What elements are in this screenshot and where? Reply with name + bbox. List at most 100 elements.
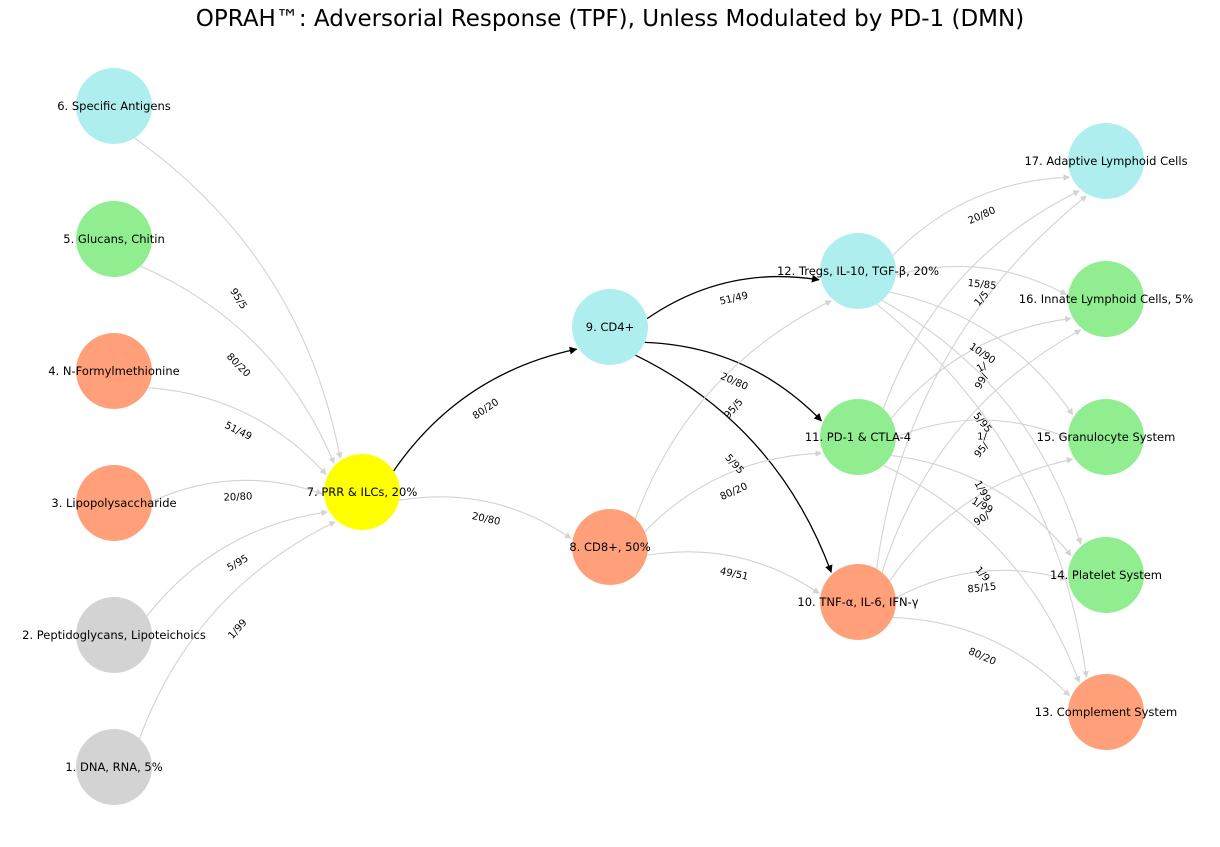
node-14-circle <box>1068 537 1144 613</box>
node-1-circle <box>76 729 152 805</box>
node-9-label: 9. CD4+ <box>586 320 634 334</box>
node-8-label: 8. CD8+, 50% <box>569 540 650 554</box>
edge-label-10-to-16: 95/ <box>973 440 992 460</box>
edge-12-to-16 <box>895 265 1067 295</box>
node-11-circle <box>820 399 896 475</box>
edge-label-7-to-9: 80/20 <box>471 397 501 422</box>
node-6-circle <box>76 68 152 144</box>
edge-label-10-to-14: 85/15 <box>967 581 997 595</box>
edge-10-to-13 <box>892 616 1070 697</box>
node-14: 14. Platelet System <box>1050 537 1162 613</box>
edge-7-to-8 <box>399 496 572 539</box>
edge-11-to-14 <box>891 454 1072 557</box>
edge-12-to-15 <box>889 291 1074 416</box>
node-17-label: 17. Adaptive Lymphoid Cells <box>1024 154 1187 168</box>
node-15-label: 15. Granulocyte System <box>1037 430 1176 444</box>
node-12-circle <box>820 233 896 309</box>
edge-9-to-11 <box>644 341 822 422</box>
node-17-circle <box>1068 123 1144 199</box>
edge-11-to-16 <box>890 315 1072 419</box>
node-7-label: 7. PRR & ILCs, 20% <box>307 485 418 499</box>
node-3: 3. Lipopolysaccharide <box>51 465 177 541</box>
node-1-label: 1. DNA, RNA, 5% <box>65 760 162 774</box>
node-11: 11. PD-1 & CTLA-4 <box>805 399 911 475</box>
edge-label-5-to-7: 80/20 <box>224 351 252 379</box>
node-16-circle <box>1068 261 1144 337</box>
edge-label-7-to-8: 20/80 <box>471 511 502 528</box>
node-6-label: 6. Specific Antigens <box>57 99 171 113</box>
node-5: 5. Glucans, Chitin <box>63 201 165 277</box>
edge-label-12-to-17: 20/80 <box>967 205 998 227</box>
edge-label-4-to-7: 51/49 <box>223 420 254 443</box>
edge-6-to-7 <box>134 137 343 459</box>
edge-label-8-to-10: 49/51 <box>719 566 750 583</box>
edge-11-to-17 <box>882 190 1080 409</box>
node-2-label: 2. Peptidoglycans, Lipoteichoics <box>22 628 206 642</box>
node-6: 6. Specific Antigens <box>57 68 171 144</box>
node-4-circle <box>76 333 152 409</box>
edge-5-to-7 <box>140 265 335 465</box>
node-5-circle <box>76 201 152 277</box>
edge-label-9-to-12: 51/49 <box>719 290 750 307</box>
edge-label-8-to-12: 95/5 <box>722 397 745 421</box>
edge-9-to-12 <box>646 274 820 320</box>
node-17: 17. Adaptive Lymphoid Cells <box>1024 123 1188 199</box>
edge-label-6-to-7: 95/5 <box>227 287 248 312</box>
edge-label-10-to-17: 99/ <box>973 371 991 391</box>
edge-8-to-10 <box>647 551 820 594</box>
node-12-label: 12. Tregs, IL-10, TGF-β, 20% <box>777 264 939 278</box>
edges-layer <box>134 137 1089 739</box>
node-4: 4. N-Formylmethionine <box>48 333 180 409</box>
edge-label-3-to-7: 20/80 <box>223 491 252 503</box>
edge-10-to-14 <box>895 569 1067 599</box>
edge-label-2-to-7: 5/95 <box>226 553 251 574</box>
node-2: 2. Peptidoglycans, Lipoteichoics <box>22 597 206 673</box>
node-10: 10. TNF-α, IL-6, IFN-γ <box>797 564 919 640</box>
edge-8-to-11 <box>644 450 823 532</box>
node-16: 16. Innate Lymphoid Cells, 5% <box>1019 261 1193 337</box>
node-4-label: 4. N-Formylmethionine <box>48 364 180 378</box>
edge-11-to-13 <box>883 464 1081 683</box>
nodes-layer: 1. DNA, RNA, 5% 2. Peptidoglycans, Lipote… <box>22 68 1193 805</box>
node-15-circle <box>1068 399 1144 475</box>
node-14-label: 14. Platelet System <box>1050 568 1162 582</box>
edge-1-to-7 <box>138 521 336 739</box>
edge-12-to-14 <box>881 299 1083 545</box>
edge-10-to-15 <box>889 457 1074 582</box>
node-3-circle <box>76 465 152 541</box>
edge-label-11-to-17: 1/5 <box>973 289 992 308</box>
node-10-circle <box>820 564 896 640</box>
diagram-title: OPRAH™: Adversorial Response (TPF), Unle… <box>195 6 1025 32</box>
node-3-label: 3. Lipopolysaccharide <box>51 496 176 510</box>
node-13: 13. Complement System <box>1035 674 1177 750</box>
edge-label-9-to-10: 5/95 <box>722 452 745 476</box>
edge-label-1-to-7: 1/99 <box>226 617 249 641</box>
edge-8-to-12 <box>634 300 832 519</box>
edge-9-to-10 <box>635 354 833 574</box>
edge-4-to-7 <box>148 387 327 475</box>
node-2-circle <box>76 597 152 673</box>
edge-10-to-17 <box>876 195 1087 569</box>
edge-label-9-to-11: 20/80 <box>719 371 750 393</box>
node-15: 15. Granulocyte System <box>1037 399 1176 475</box>
edge-2-to-7 <box>146 509 329 617</box>
node-12: 12. Tregs, IL-10, TGF-β, 20% <box>777 233 939 309</box>
node-11-label: 11. PD-1 & CTLA-4 <box>805 430 911 444</box>
node-13-label: 13. Complement System <box>1035 705 1177 719</box>
node-5-label: 5. Glucans, Chitin <box>63 232 165 246</box>
edge-label-11-to-15: 1/ <box>977 432 987 443</box>
edge-label-10-to-13: 80/20 <box>967 646 998 668</box>
edge-label-8-to-11: 80/20 <box>719 481 750 503</box>
node-13-circle <box>1068 674 1144 750</box>
node-16-label: 16. Innate Lymphoid Cells, 5% <box>1019 292 1193 306</box>
edge-7-to-9 <box>393 346 578 472</box>
node-7-circle <box>324 454 400 530</box>
node-7: 7. PRR & ILCs, 20% <box>307 454 418 530</box>
edge-label-12-to-16: 15/85 <box>967 278 997 292</box>
node-8-circle <box>572 509 648 585</box>
node-9-circle <box>572 289 648 365</box>
node-10-label: 10. TNF-α, IL-6, IFN-γ <box>797 595 918 609</box>
edge-12-to-13 <box>876 303 1089 678</box>
node-8: 8. CD8+, 50% <box>569 509 651 585</box>
